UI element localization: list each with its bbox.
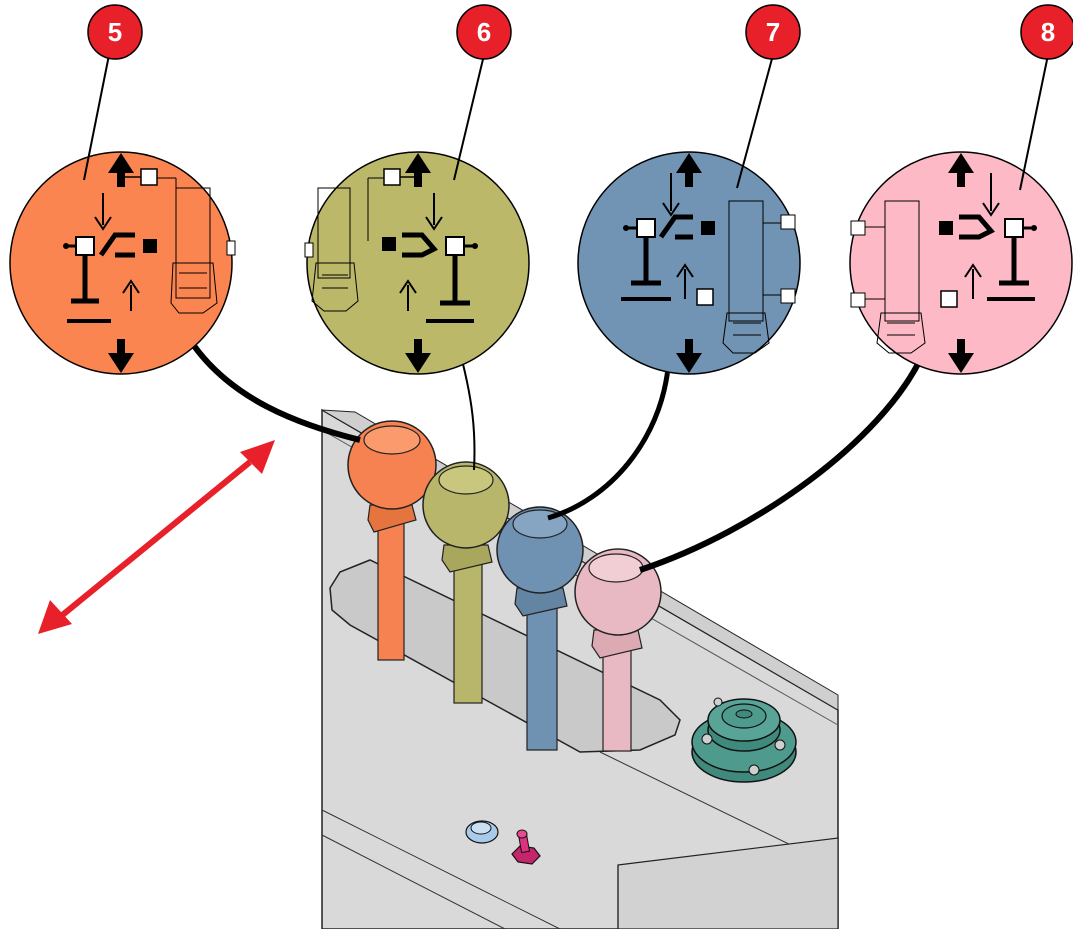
gauge-icon xyxy=(691,697,797,783)
callout-circle-8 xyxy=(849,151,1073,375)
double-headed-arrow-icon xyxy=(38,440,275,634)
lever-slot xyxy=(329,559,681,753)
callout-badge-8: 8 xyxy=(1020,4,1073,60)
badge-leaders xyxy=(83,54,1049,191)
lever-6 xyxy=(422,461,510,704)
callout-circle-6 xyxy=(304,151,530,375)
callout-number-6: 6 xyxy=(477,17,491,47)
lever-7 xyxy=(496,506,584,751)
leader-lines xyxy=(187,338,923,573)
callout-badge-7: 7 xyxy=(745,4,801,60)
callout-badge-5: 5 xyxy=(87,4,143,60)
callout-circle-7 xyxy=(577,151,801,375)
indicator-light-icon xyxy=(465,820,499,844)
callout-number-8: 8 xyxy=(1041,17,1055,47)
lever-8 xyxy=(574,548,662,752)
lever-5 xyxy=(347,420,437,661)
callout-number-5: 5 xyxy=(108,17,122,47)
toggle-switch-icon xyxy=(511,829,541,865)
callout-circle-5 xyxy=(9,151,236,375)
callout-number-7: 7 xyxy=(766,17,780,47)
callout-badge-6: 6 xyxy=(456,4,512,60)
